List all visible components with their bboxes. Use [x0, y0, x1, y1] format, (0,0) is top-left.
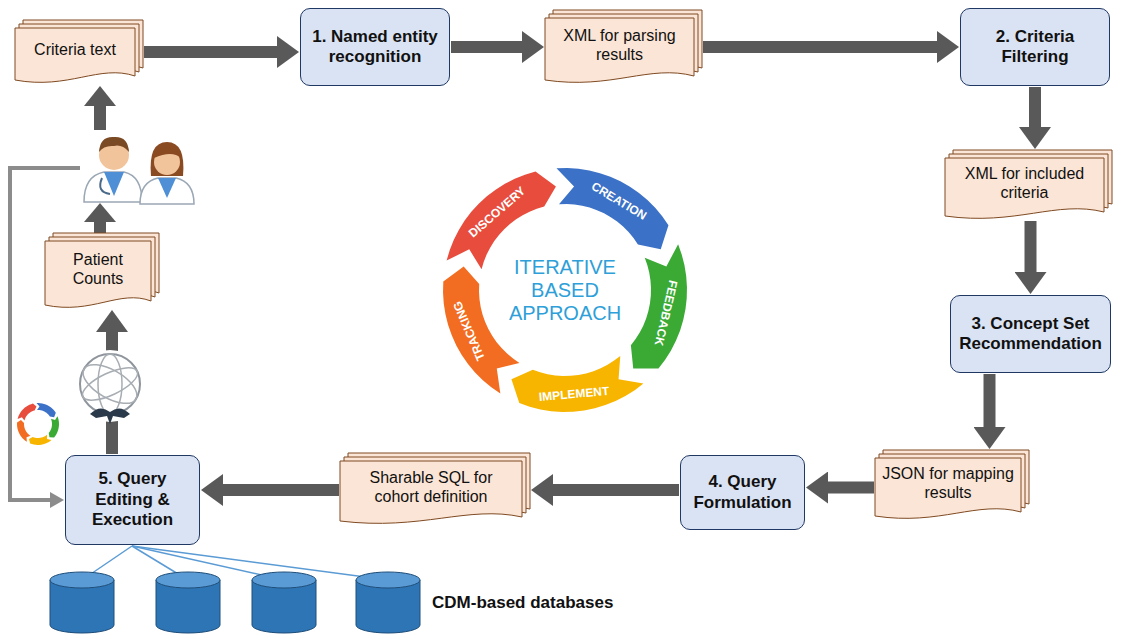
arrow-head: [50, 492, 64, 508]
document-page: [340, 461, 522, 523]
globe-ring: [98, 354, 122, 414]
database-links: [82, 546, 388, 580]
cycle-arrow-segment: [511, 356, 643, 412]
cycle-arrow-segment: [631, 244, 687, 368]
process-label: 2. Criteria Filtering: [969, 27, 1101, 68]
doctor-icon: [84, 137, 142, 202]
database-caption: CDM-based databases: [432, 593, 613, 613]
shirt: [158, 178, 176, 198]
feedback-line: [10, 168, 80, 500]
process-box: 3. Concept Set Recommendation: [950, 295, 1111, 373]
document-shape: XML for parsing results: [545, 10, 702, 84]
cycle-arrow-segment: [49, 416, 59, 437]
globe-ring: [77, 357, 143, 411]
atlas-logo: [74, 350, 146, 424]
database-top: [50, 572, 114, 588]
flow-arrow: [451, 41, 522, 53]
cycle-arrow-segment: [443, 267, 519, 394]
cycle-graphic: [443, 168, 687, 412]
cycle-arrow-segment: [447, 172, 556, 270]
document-shape: Patient Counts: [45, 233, 159, 309]
process-box: 2. Criteria Filtering: [960, 8, 1110, 86]
document-label: Criteria text: [34, 40, 116, 59]
document-page: [875, 458, 1021, 518]
flow-arrow: [1029, 87, 1041, 127]
cycle-icon: [15, 401, 61, 447]
database-top: [356, 572, 420, 588]
coat: [140, 178, 194, 204]
document-page: [15, 28, 135, 82]
database-top: [156, 572, 220, 588]
logo-ground: [74, 350, 146, 422]
document-page: [945, 158, 1104, 218]
process-label: 5. Query Editing & Execution: [74, 469, 191, 530]
database-group: [50, 572, 420, 633]
flow-arrow: [703, 41, 937, 53]
flow-arrow: [94, 106, 106, 130]
hair: [151, 142, 184, 176]
arrow-head: [84, 86, 116, 106]
flow-arrow: [828, 482, 874, 494]
document-label: Patient Counts: [51, 250, 145, 288]
flow-arrow: [553, 484, 679, 496]
flow-arrow: [223, 484, 339, 496]
flow-arrow: [94, 222, 106, 234]
cycle-arrow-segment: [18, 404, 37, 421]
cycle-arrow-segment: [29, 435, 52, 445]
cycle-center-label: ITERATIVE BASED APPROACH: [505, 256, 625, 325]
doctor-icon: [140, 142, 194, 204]
process-box: 4. Query Formulation: [680, 455, 805, 530]
document-label: Sharable SQL for cohort definition: [346, 468, 516, 506]
document-label: JSON for mapping results: [881, 464, 1015, 502]
stethoscope: [100, 178, 110, 194]
arrow-head: [84, 203, 116, 222]
flow-arrow: [984, 374, 996, 427]
document-shape: Criteria text: [15, 20, 143, 84]
document-label: XML for included criteria: [951, 164, 1098, 202]
icon-ground: [15, 401, 61, 447]
coat: [84, 172, 142, 202]
flow-arrow: [144, 46, 277, 58]
document-shape: JSON for mapping results: [875, 450, 1029, 520]
cycle-arrow-segment: [37, 403, 56, 417]
process-label: 3. Concept Set Recommendation: [959, 314, 1102, 355]
hair: [99, 137, 129, 152]
process-label: 1. Named entity recognition: [309, 27, 441, 68]
flow-arrow: [1025, 221, 1037, 272]
process-label: 4. Query Formulation: [689, 472, 796, 513]
process-box: 5. Query Editing & Execution: [65, 455, 200, 545]
cycle-arrow-segment: [556, 168, 668, 249]
hair: [154, 148, 181, 158]
process-box: 1. Named entity recognition: [300, 8, 450, 86]
document-label: XML for parsing results: [551, 26, 688, 64]
document-shape: XML for included criteria: [945, 150, 1112, 220]
cycle-arrow-segment: [17, 420, 31, 442]
document-shape: Sharable SQL for cohort definition: [340, 453, 530, 525]
database-top: [252, 572, 316, 588]
document-page: [45, 241, 151, 307]
atlas-figure: [90, 408, 130, 424]
document-page: [545, 18, 694, 82]
